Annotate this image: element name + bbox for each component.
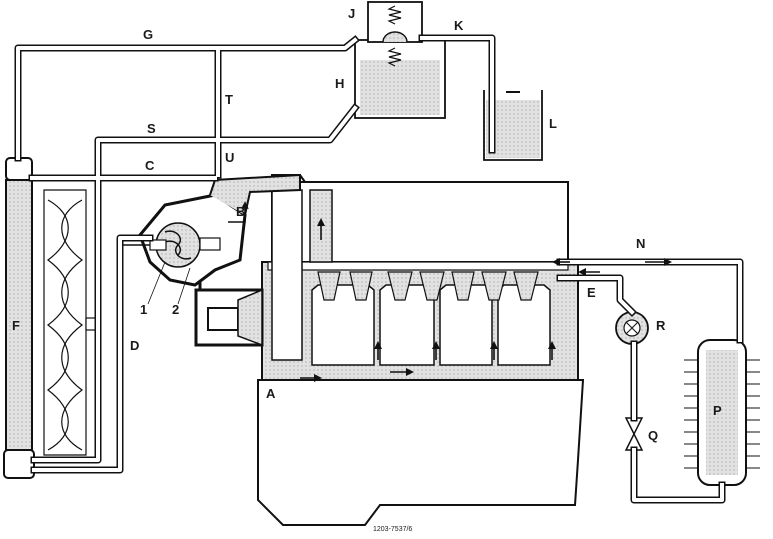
- label-A: A: [266, 386, 276, 401]
- label-J: J: [348, 6, 355, 21]
- thermostat-housing: [120, 173, 301, 287]
- coolant-ports: [317, 271, 539, 301]
- label-F: F: [12, 318, 20, 333]
- hose-interiors: [16, 36, 742, 502]
- water-pump-assembly: [194, 238, 264, 347]
- radiator: [3, 157, 35, 479]
- expansion-tank: [354, 39, 446, 119]
- label-R: R: [656, 318, 666, 333]
- hose-flow-arrows: [552, 258, 672, 276]
- label-H: H: [335, 76, 344, 91]
- cylinders: [311, 284, 551, 366]
- engine-block: [201, 174, 585, 526]
- label-Q: Q: [648, 428, 658, 443]
- label-T: T: [225, 92, 233, 107]
- heater-core: [684, 339, 760, 486]
- label-L: L: [549, 116, 557, 131]
- label-S: S: [147, 121, 156, 136]
- fan: [43, 189, 97, 456]
- label-G: G: [143, 27, 153, 42]
- label-2: 2: [172, 302, 179, 317]
- label-1: 1: [140, 302, 147, 317]
- pressure-cap: [367, 1, 423, 67]
- label-E: E: [587, 285, 596, 300]
- thermostat-valve: [120, 222, 221, 268]
- reference-number: 1203-7537/6: [373, 526, 412, 533]
- heater-valve: [624, 417, 644, 451]
- label-U: U: [225, 150, 234, 165]
- label-C: C: [145, 158, 155, 173]
- label-B: B: [236, 204, 245, 219]
- label-N: N: [636, 236, 645, 251]
- auxiliary-pump: [615, 311, 649, 345]
- label-D: D: [130, 338, 139, 353]
- label-K: K: [454, 18, 464, 33]
- labels: A B C D E F G H J K L N P Q R S T U 1 2 …: [12, 6, 722, 533]
- label-P: P: [713, 403, 722, 418]
